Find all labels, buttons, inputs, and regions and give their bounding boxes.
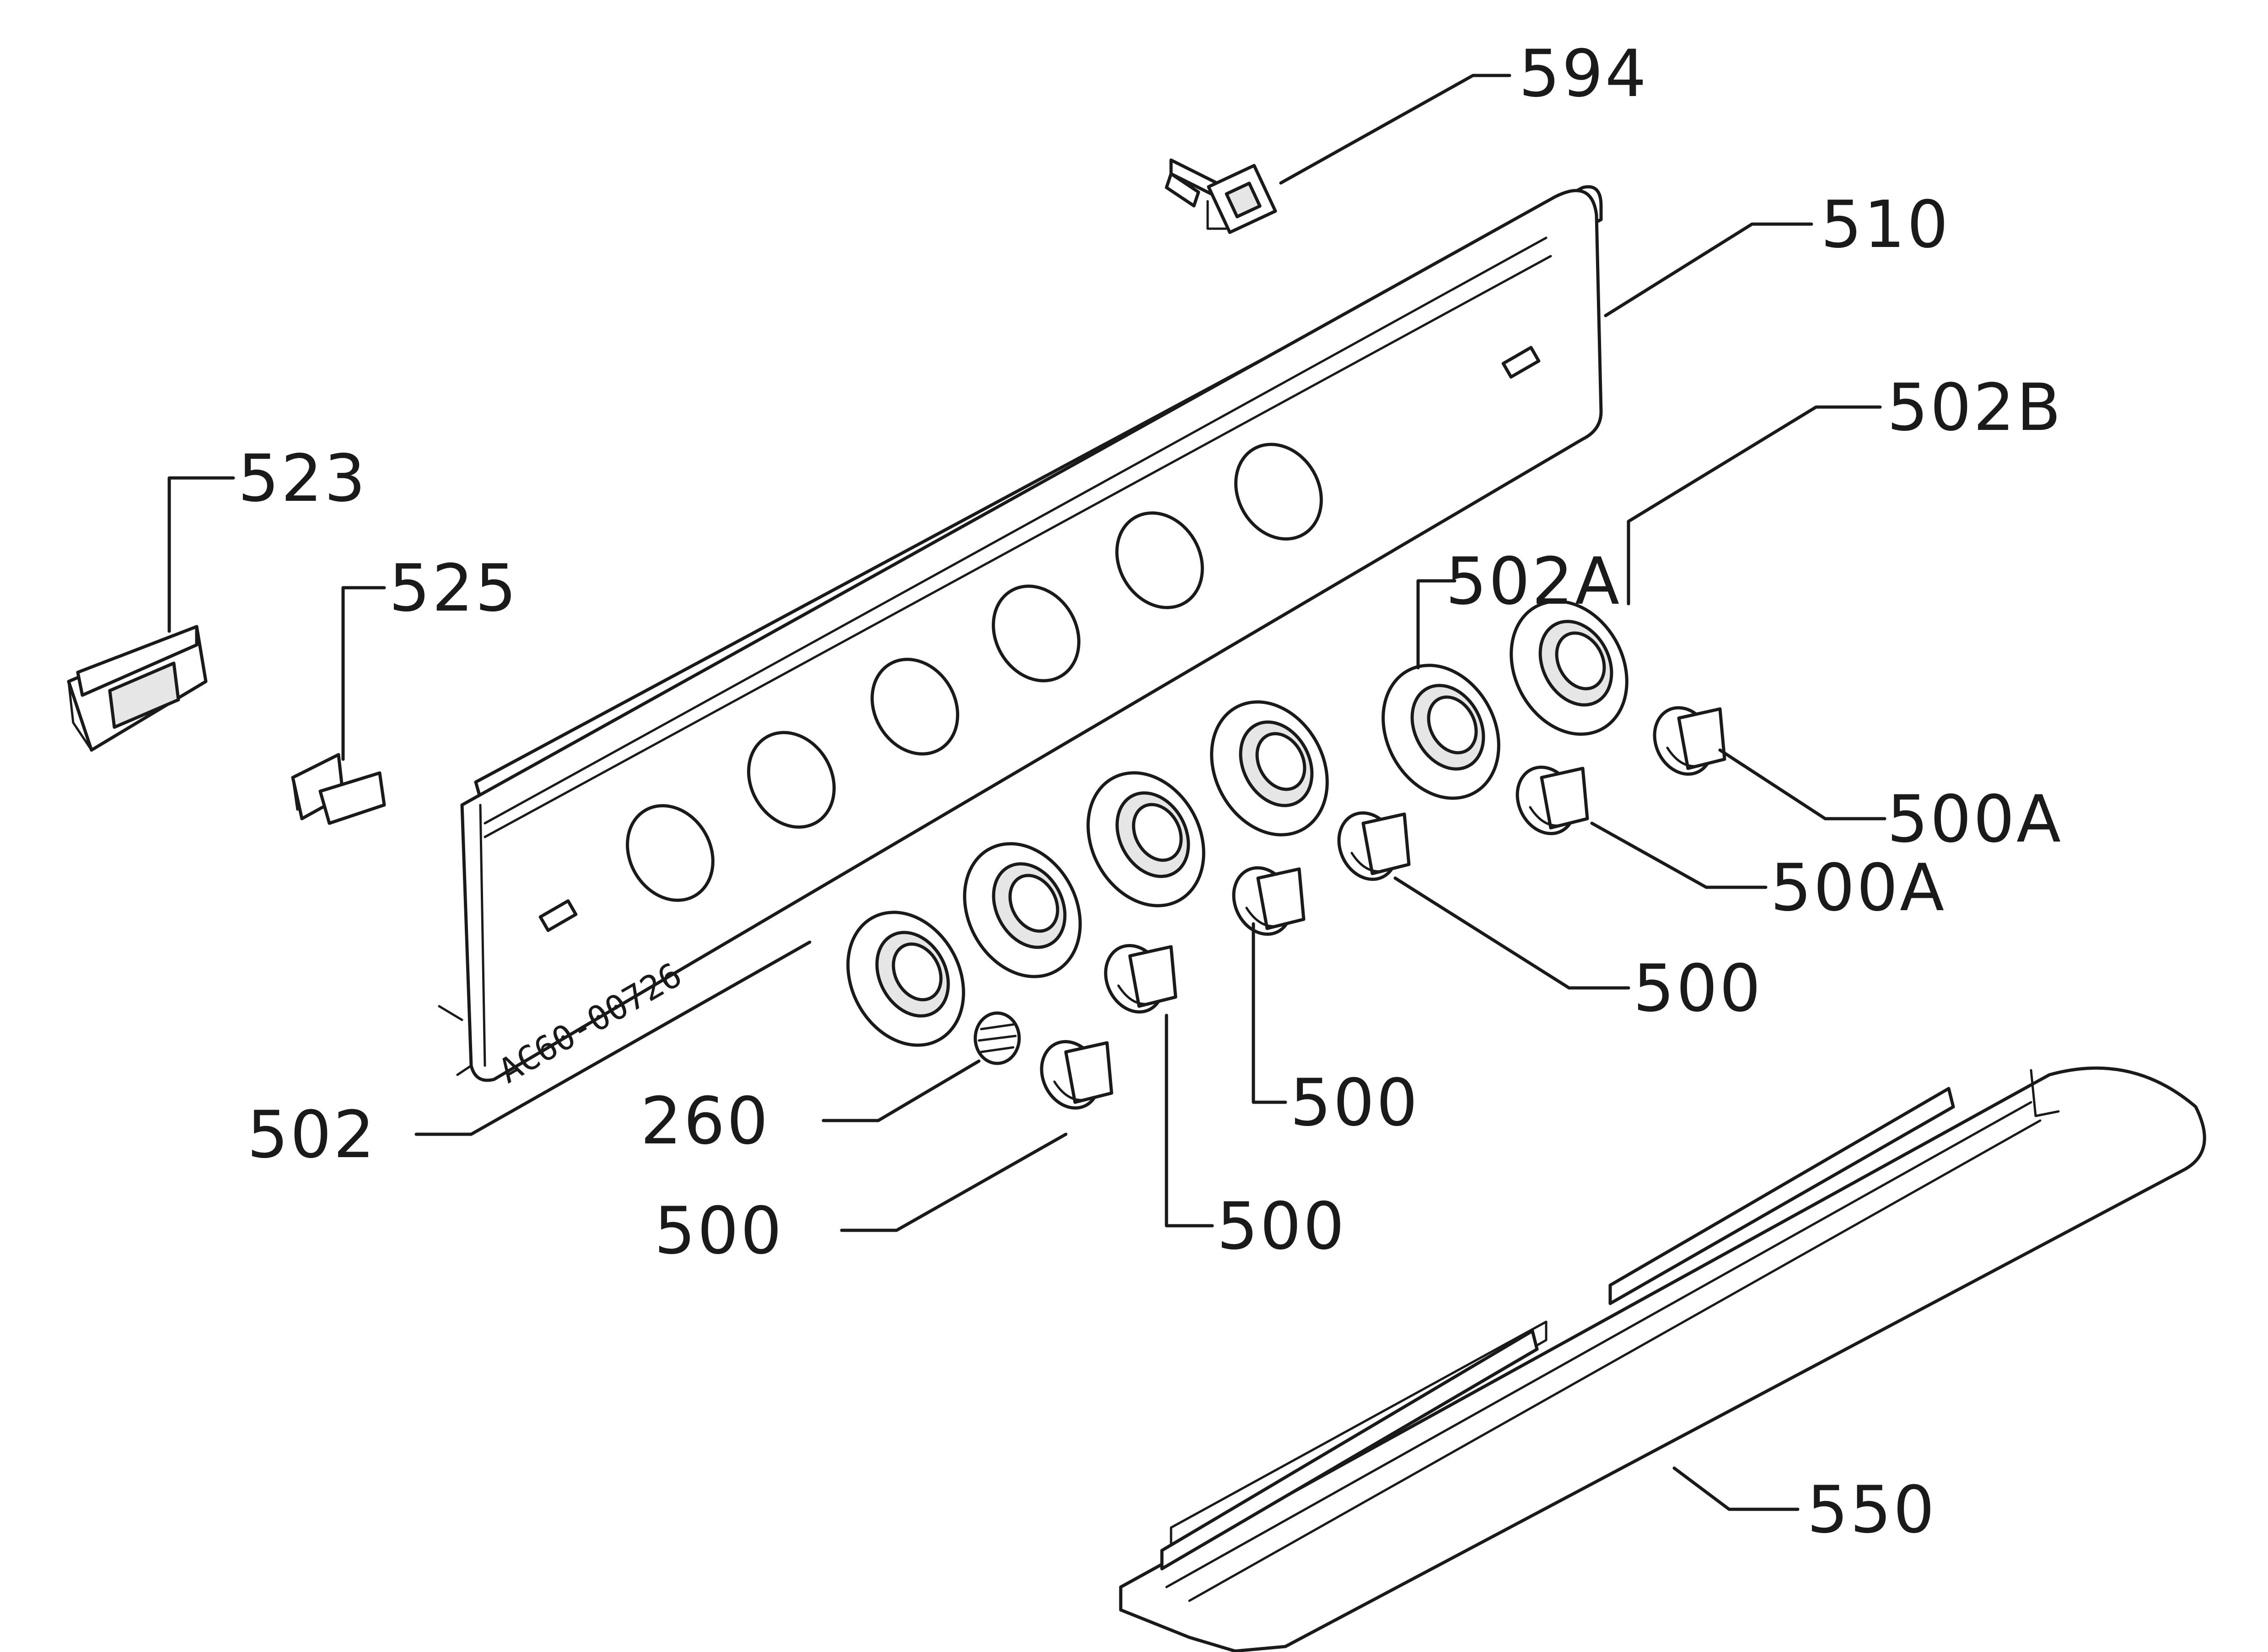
callout-500-lower-middle: 500 xyxy=(1217,1189,1346,1264)
knob-500a xyxy=(1653,706,1726,776)
callout-500-right: 500 xyxy=(1633,951,1763,1026)
trim-strip-550 xyxy=(1119,1066,2206,1652)
callout-500-middle: 500 xyxy=(1290,1065,1419,1141)
knob-ring xyxy=(963,842,1082,978)
knob-500 xyxy=(1104,944,1177,1014)
callout-500a-lower: 500A xyxy=(1770,850,1946,926)
knob-500 xyxy=(1337,811,1411,881)
knob-ring xyxy=(1086,771,1205,907)
knob-ring-502a xyxy=(1381,664,1500,800)
callout-502b: 502B xyxy=(1887,370,2063,445)
callout-523: 523 xyxy=(238,441,367,516)
callout-502: 502 xyxy=(247,1097,376,1173)
callout-594: 594 xyxy=(1519,36,1648,112)
clip-594 xyxy=(1165,158,1277,234)
callout-525: 525 xyxy=(389,551,518,626)
knob-500 xyxy=(1232,866,1306,936)
switch-bezel-523 xyxy=(67,625,208,752)
knob-500 xyxy=(1040,1040,1113,1110)
spring-260 xyxy=(973,1011,1021,1065)
callout-500-left: 500 xyxy=(654,1193,784,1269)
callout-510: 510 xyxy=(1821,187,1950,263)
knob-500a xyxy=(1516,765,1589,836)
switch-525 xyxy=(291,753,386,825)
knob-ring xyxy=(1210,700,1329,837)
callout-500a-upper: 500A xyxy=(1887,782,2063,857)
callout-260: 260 xyxy=(640,1083,770,1159)
callout-502a: 502A xyxy=(1446,544,1621,619)
callout-labels: 594 510 502B 523 525 502A 500A 500A 500 … xyxy=(238,36,2063,1548)
leader-lines xyxy=(167,74,1886,1511)
callout-550: 550 xyxy=(1807,1472,1936,1548)
knob-ring-502 xyxy=(846,911,965,1047)
control-panel-510: AC60-00726 xyxy=(438,185,1603,1091)
knob-ring-502b xyxy=(1510,600,1628,736)
